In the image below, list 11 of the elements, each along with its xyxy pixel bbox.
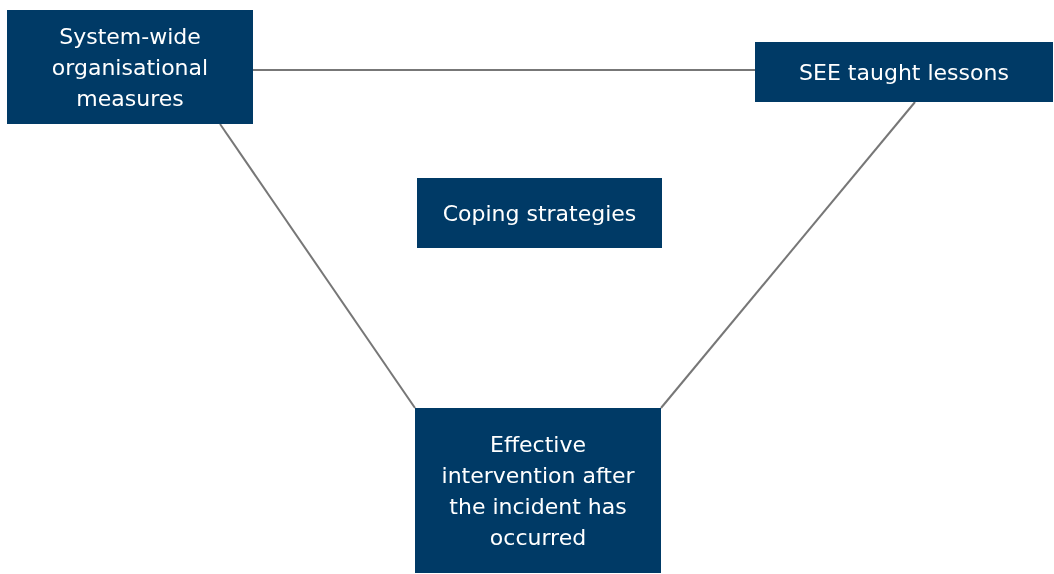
box-label: Coping strategies [442, 199, 637, 228]
concept-box [7, 10, 253, 124]
connector-line [219, 123, 416, 409]
concept-box [755, 42, 1053, 102]
box-label: System-wide organisational measures [50, 22, 210, 113]
connector-line [660, 101, 917, 409]
concept-box [417, 178, 662, 248]
connector-line [252, 68, 756, 71]
concept-box [415, 408, 661, 573]
box-label: Effective intervention after the incident has occurred [440, 430, 636, 552]
box-label: SEE taught lessons [799, 58, 1009, 87]
